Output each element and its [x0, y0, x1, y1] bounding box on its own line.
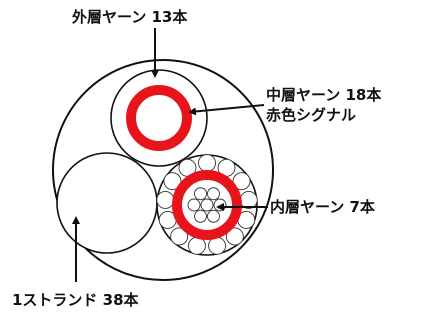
label-middle-yarn: 中層ヤーン 18本 [266, 86, 382, 104]
yarn [187, 236, 206, 255]
inner-layer-yarns [187, 187, 227, 223]
yarn [187, 198, 201, 212]
label-middle-yarn-note: 赤色シグナル [266, 106, 357, 124]
signal-ring-bottom [172, 170, 242, 240]
label-outer-yarn: 外層ヤーン 13本 [72, 8, 188, 26]
yarn [208, 236, 227, 255]
yarn [232, 172, 251, 191]
yarn [163, 172, 182, 191]
label-strand: 1ストランド 38本 [12, 291, 139, 309]
yarn [170, 227, 189, 246]
yarn [194, 187, 207, 201]
yarn [200, 198, 214, 212]
yarn [239, 190, 258, 209]
bottom-left-strand [56, 152, 158, 254]
signal-ring-top [126, 85, 192, 151]
yarn [213, 198, 227, 212]
yarn [207, 187, 220, 201]
yarn [198, 154, 216, 172]
yarn [207, 209, 220, 223]
yarn [194, 209, 207, 223]
yarn [225, 227, 244, 246]
arrow-middle-yarn [188, 104, 265, 116]
yarn [156, 190, 175, 209]
label-inner-yarn: 内層ヤーン 7本 [270, 198, 375, 216]
